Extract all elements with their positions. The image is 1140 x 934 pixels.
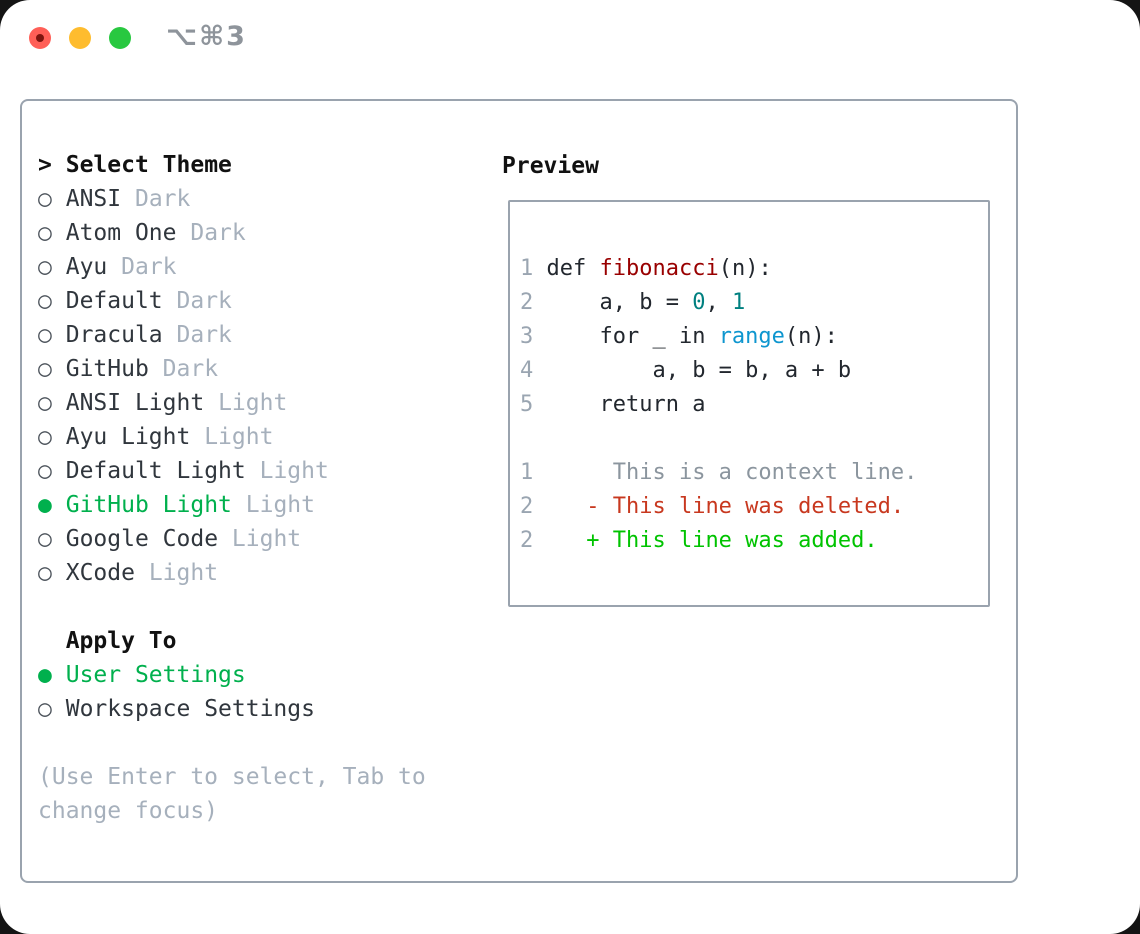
- theme-option-ansi-light[interactable]: ○ ANSI Light Light: [38, 386, 426, 420]
- close-button[interactable]: [29, 27, 51, 49]
- theme-name: XCode: [65, 560, 135, 586]
- theme-option-ayu[interactable]: ○ Ayu Dark: [38, 250, 426, 284]
- theme-selector-panel: > Select Theme○ ANSI Dark○ Atom One Dark…: [20, 99, 1018, 883]
- code-line: 2 a, b = 0, 1: [520, 290, 746, 315]
- apply-option-user-settings[interactable]: ● User Settings: [38, 658, 426, 692]
- theme-option-ayu-light[interactable]: ○ Ayu Light Light: [38, 420, 426, 454]
- theme-variant: Dark: [134, 186, 191, 212]
- theme-name: Dracula: [65, 322, 163, 348]
- theme-name: Default Light: [65, 458, 246, 484]
- zoom-button[interactable]: [109, 27, 131, 49]
- select-theme-header: > Select Theme: [38, 148, 426, 182]
- theme-option-dracula[interactable]: ○ Dracula Dark: [38, 318, 426, 352]
- code-line: 1 def fibonacci(n):: [520, 256, 772, 281]
- theme-name: Ayu: [65, 254, 108, 280]
- radio-icon: ○: [38, 424, 52, 450]
- theme-variant: Dark: [176, 288, 232, 314]
- unsaved-dot-icon: [36, 34, 44, 42]
- theme-option-google-code[interactable]: ○ Google Code Light: [38, 522, 426, 556]
- preview-heading: Preview: [502, 153, 599, 179]
- radio-icon: ○: [38, 220, 52, 246]
- code-line: 2 + This line was added.: [520, 528, 878, 553]
- theme-name: Atom One: [65, 220, 177, 246]
- radio-icon: ○: [38, 696, 52, 722]
- theme-name: GitHub: [65, 356, 149, 382]
- preview-box: 1 def fibonacci(n): 2 a, b = 0, 1 3 for _ …: [508, 200, 990, 607]
- radio-icon: ○: [38, 356, 52, 382]
- hint-line: (Use Enter to select, Tab to: [38, 764, 426, 790]
- radio-icon: ○: [38, 186, 52, 212]
- theme-name: ANSI Light: [65, 390, 205, 416]
- code-line: 3 for _ in range(n):: [520, 324, 838, 349]
- theme-variant: Dark: [176, 322, 232, 348]
- theme-option-github-light[interactable]: ● GitHub Light Light: [38, 488, 426, 522]
- theme-list: > Select Theme○ ANSI Dark○ Atom One Dark…: [38, 148, 426, 828]
- select-theme-title: Select Theme: [65, 152, 232, 178]
- theme-variant: Light: [204, 424, 274, 450]
- theme-variant: Light: [218, 390, 288, 416]
- apply-to-title: Apply To: [65, 628, 177, 654]
- apply-option-label: Workspace Settings: [65, 696, 315, 722]
- theme-variant: Dark: [162, 356, 219, 382]
- theme-option-github[interactable]: ○ GitHub Dark: [38, 352, 426, 386]
- code-preview: 1 def fibonacci(n): 2 a, b = 0, 1 3 for _ …: [520, 252, 917, 558]
- theme-variant: Light: [231, 526, 302, 552]
- theme-variant: Dark: [190, 220, 246, 246]
- theme-option-default[interactable]: ○ Default Dark: [38, 284, 426, 318]
- radio-icon: ○: [38, 560, 52, 586]
- theme-name: Ayu Light: [65, 424, 191, 450]
- hint-line: change focus): [38, 798, 219, 824]
- cursor-icon: >: [38, 152, 52, 178]
- window-title-shortcut: ⌥⌘3: [166, 21, 247, 52]
- theme-name: GitHub Light: [65, 492, 232, 518]
- code-line: 4 a, b = b, a + b: [520, 358, 852, 383]
- apply-to-header: Apply To: [38, 624, 426, 658]
- radio-icon: ○: [38, 254, 52, 280]
- minimize-button[interactable]: [69, 27, 91, 49]
- theme-option-xcode[interactable]: ○ XCode Light: [38, 556, 426, 590]
- code-line: 2 - This line was deleted.: [520, 494, 905, 519]
- code-line: 1 This is a context line.: [520, 460, 918, 485]
- theme-option-atom-one[interactable]: ○ Atom One Dark: [38, 216, 426, 250]
- theme-variant: Dark: [121, 254, 177, 280]
- selected-radio-icon: ●: [38, 662, 52, 688]
- theme-variant: Light: [259, 458, 329, 484]
- radio-icon: ○: [38, 458, 52, 484]
- traffic-lights: [29, 27, 131, 49]
- titlebar: ⌥⌘3: [0, 0, 1140, 76]
- theme-name: ANSI: [65, 186, 122, 212]
- theme-variant: Light: [148, 560, 219, 586]
- theme-name: Default: [65, 288, 163, 314]
- theme-option-default-light[interactable]: ○ Default Light Light: [38, 454, 426, 488]
- radio-icon: ○: [38, 288, 52, 314]
- radio-icon: ○: [38, 390, 52, 416]
- code-line: 5 return a: [520, 392, 706, 417]
- radio-icon: ○: [38, 526, 52, 552]
- theme-name: Google Code: [65, 526, 219, 552]
- apply-option-workspace-settings[interactable]: ○ Workspace Settings: [38, 692, 426, 726]
- apply-option-label: User Settings: [65, 662, 246, 688]
- code-line: [520, 422, 917, 456]
- theme-variant: Light: [245, 492, 315, 518]
- radio-icon: ○: [38, 322, 52, 348]
- theme-option-ansi[interactable]: ○ ANSI Dark: [38, 182, 426, 216]
- selected-radio-icon: ●: [38, 492, 52, 518]
